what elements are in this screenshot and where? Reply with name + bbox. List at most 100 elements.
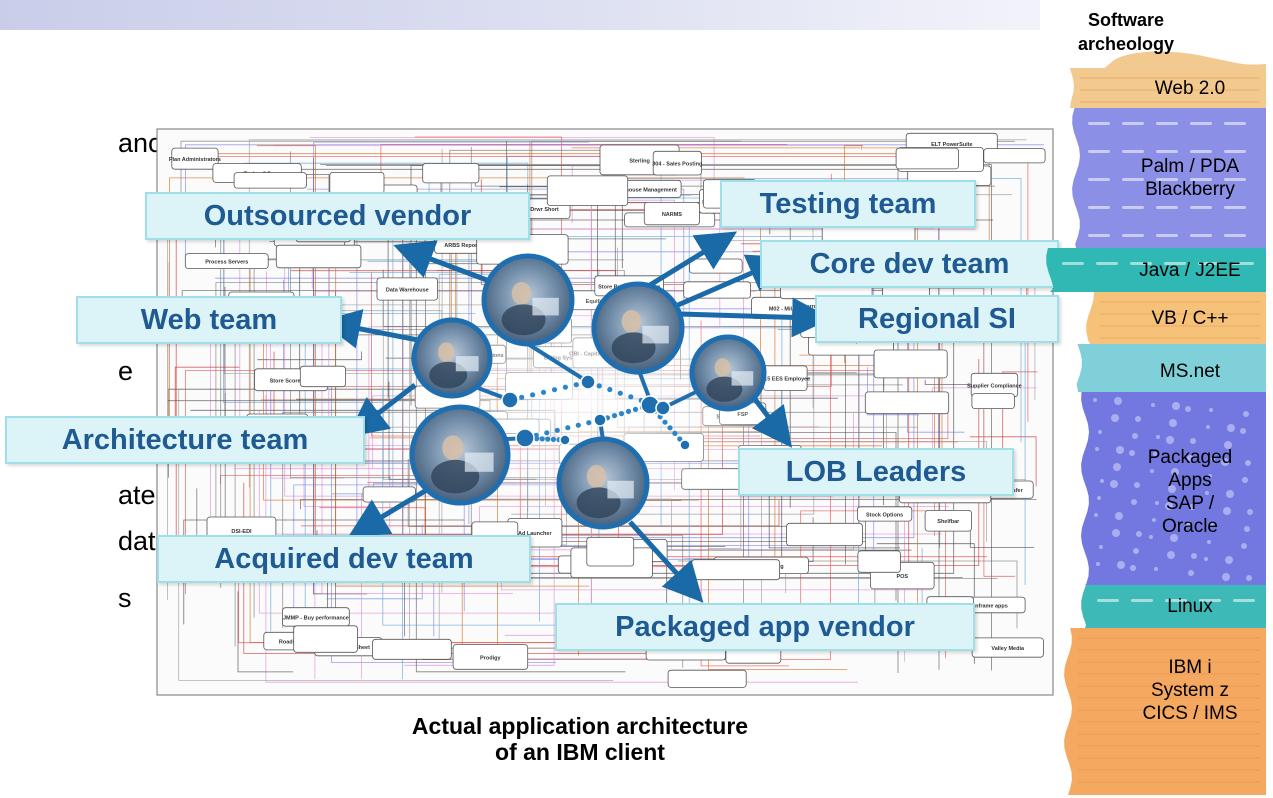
callout-regional-si: Regional SI <box>815 295 1059 343</box>
system-box: NARMS <box>643 202 700 226</box>
layer-texture <box>1151 403 1155 407</box>
arrow-to-packaged-app-vendor <box>628 520 704 603</box>
layer-texture <box>1185 406 1191 412</box>
layer-texture <box>1189 504 1195 510</box>
layer-texture <box>1165 502 1173 510</box>
layer-texture <box>1198 262 1220 265</box>
layer-texture <box>1088 234 1110 237</box>
arrow-to-web-team <box>320 309 419 349</box>
layer-texture <box>1171 468 1179 476</box>
stack-top-cap <box>1100 51 1266 72</box>
stack-label-ibm: IBM i <box>1168 656 1212 678</box>
layer-texture <box>1166 436 1174 444</box>
stack-title-line-2: archeology <box>1077 34 1175 54</box>
system-box <box>275 244 362 269</box>
callout-testing-team: Testing team <box>720 180 976 228</box>
layer-texture <box>1224 234 1246 237</box>
dot <box>625 408 632 414</box>
layer-texture <box>1164 262 1186 265</box>
layer-texture <box>1122 234 1144 237</box>
system-box <box>299 365 347 388</box>
callout-lob-leaders: LOB Leaders <box>738 448 1014 496</box>
dot <box>617 390 623 396</box>
layer-texture <box>1190 234 1212 237</box>
layer-texture <box>1095 447 1099 451</box>
dot <box>618 411 625 417</box>
system-box <box>971 393 1015 410</box>
dot <box>573 382 579 388</box>
layer-texture <box>1240 428 1246 434</box>
layer-texture <box>1224 441 1232 449</box>
network-node <box>559 434 571 446</box>
system-box <box>786 522 863 547</box>
layer-texture <box>1132 433 1138 439</box>
stack-layer-msnet <box>1076 344 1266 392</box>
layer-texture <box>1199 599 1221 602</box>
system-box: Process Servers <box>184 253 269 269</box>
system-box-label: Supplier Compliance <box>967 384 1022 390</box>
system-box: Stock Options <box>857 506 913 522</box>
layer-texture <box>1093 398 1097 402</box>
connector-line <box>237 591 294 673</box>
dot <box>611 413 618 419</box>
arrow-to-outsourced-vendor <box>393 240 501 288</box>
connector-line <box>924 379 979 385</box>
layer-texture <box>1211 457 1215 461</box>
layer-texture <box>1153 452 1157 456</box>
layer-texture <box>1152 518 1156 522</box>
layer-texture <box>1242 477 1248 483</box>
layer-texture <box>1096 262 1118 265</box>
layer-texture <box>1131 599 1153 602</box>
system-box-label: 304 - Sales Posting <box>652 162 702 168</box>
layer-texture <box>1221 458 1229 466</box>
stack-label-vb: VB / C++ <box>1151 307 1229 329</box>
layer-texture <box>1156 206 1178 209</box>
connector-line <box>265 395 858 683</box>
stack-layer-linux <box>1081 585 1266 628</box>
system-box-label: Store Scorecard <box>270 378 313 384</box>
dot <box>545 436 551 442</box>
layer-texture <box>1209 408 1213 412</box>
arrow-to-acquired-dev-team <box>347 485 432 538</box>
dot <box>575 422 581 428</box>
stack-title-line-1: Software <box>1087 10 1165 30</box>
layer-texture <box>1113 463 1121 471</box>
arrow-to-testing-team <box>648 231 738 288</box>
layer-texture <box>1246 575 1252 581</box>
stack-label-packaged: SAP / <box>1165 493 1215 514</box>
layer-texture <box>1188 570 1194 576</box>
arrow-to-architecture-team <box>347 383 417 438</box>
layer-texture <box>1150 469 1154 473</box>
layer-texture <box>1191 553 1197 559</box>
dot <box>544 430 550 436</box>
stack-title: Software archeology <box>1040 8 1212 56</box>
dot <box>530 392 536 398</box>
layer-texture <box>1135 416 1141 422</box>
system-box-label: Mainframe apps <box>966 604 1008 610</box>
callout-core-dev-team: Core dev team <box>760 240 1059 288</box>
layer-texture <box>1156 178 1178 181</box>
layer-texture <box>1088 178 1110 181</box>
layer-texture <box>1088 122 1110 125</box>
layer-texture <box>1115 512 1123 520</box>
connector-line <box>867 367 919 416</box>
layer-texture <box>1226 490 1234 498</box>
network-node <box>655 400 671 416</box>
dot <box>550 436 557 442</box>
connector-line <box>307 188 685 318</box>
dot <box>596 383 602 389</box>
layer-texture <box>1190 438 1196 444</box>
system-box-label: ARBS Reporting <box>444 243 487 249</box>
layer-texture <box>1134 482 1140 488</box>
layer-texture <box>1227 424 1235 432</box>
layer-texture <box>1187 455 1193 461</box>
layer-texture <box>1165 599 1187 602</box>
layer-texture <box>1116 446 1124 454</box>
layer-texture <box>1190 150 1212 153</box>
stack-layer-vb <box>1086 292 1266 344</box>
connector-line <box>970 436 1037 487</box>
layer-texture <box>1233 599 1255 602</box>
layer-texture <box>1094 513 1098 517</box>
layer-texture <box>1098 430 1102 434</box>
